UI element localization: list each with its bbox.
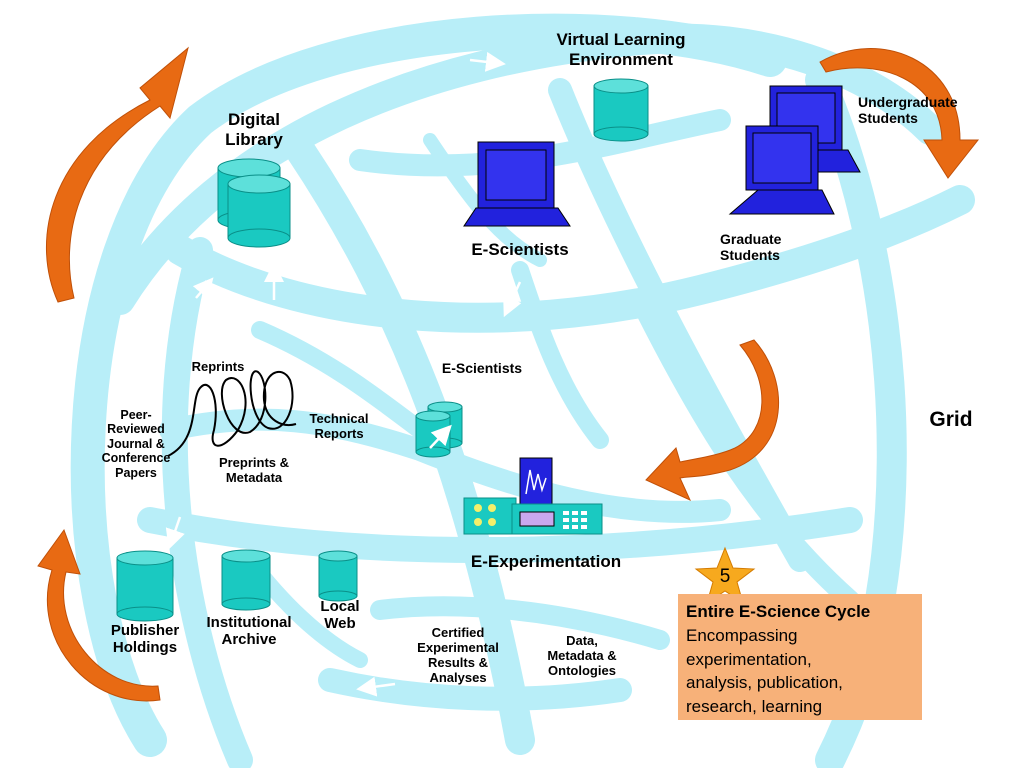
callout-body: Encompassing experimentation, analysis, … xyxy=(686,625,843,717)
orange-cycle-arrows xyxy=(37,46,980,702)
e-scientists-cylinder xyxy=(415,401,463,458)
certified-results-label: Certified Experimental Results & Analyse… xyxy=(417,625,499,685)
arrow-top-left xyxy=(46,46,189,303)
star-icon xyxy=(694,546,756,605)
data-metadata-ontologies-label: Data, Metadata & Ontologies xyxy=(547,633,617,678)
digital-library-cylinder xyxy=(217,158,291,248)
lab-instrument-icon xyxy=(463,457,603,535)
reprints-label: Reprints xyxy=(191,359,245,374)
vle-cylinder xyxy=(593,78,649,142)
institutional-cylinder xyxy=(221,549,271,611)
star-number: 5 xyxy=(719,566,731,587)
institutional-archive-label: Institutional Archive xyxy=(206,614,292,649)
digital-library-label: Digital Library xyxy=(225,110,283,149)
arrow-right-mid xyxy=(645,339,780,502)
e-experimentation-label: E-Experimentation xyxy=(470,552,622,571)
laptop-icon-graduate xyxy=(728,125,835,215)
document-spiral xyxy=(167,370,297,457)
peer-reviewed-label: Peer- Reviewed Journal & Conference Pape… xyxy=(101,408,171,480)
local-web-cylinder xyxy=(318,550,358,602)
e-scientists-top-label: E-Scientists xyxy=(471,240,569,259)
vle-label: Virtual Learning Environment xyxy=(556,30,686,69)
undergraduate-label: Undergraduate Students xyxy=(858,94,958,127)
arrow-bottom-left xyxy=(37,528,161,702)
preprints-metadata-label: Preprints & Metadata xyxy=(218,455,290,485)
technical-reports-label: Technical Reports xyxy=(309,411,369,441)
flow-arrows xyxy=(165,51,522,697)
publisher-cylinder xyxy=(116,550,174,622)
callout-title: Entire E-Science Cycle xyxy=(686,602,871,621)
grid-label: Grid xyxy=(929,408,973,431)
e-scientists-mid-label: E-Scientists xyxy=(441,360,523,376)
graduate-label: Graduate Students xyxy=(720,231,782,264)
publisher-holdings-label: Publisher Holdings xyxy=(110,622,180,657)
local-web-label: Local Web xyxy=(320,598,360,633)
laptop-icon-e-scientists xyxy=(463,141,571,227)
e-science-cycle-callout: Entire E-Science Cycle Encompassing expe… xyxy=(678,594,922,720)
arrow-top-right xyxy=(819,48,980,179)
